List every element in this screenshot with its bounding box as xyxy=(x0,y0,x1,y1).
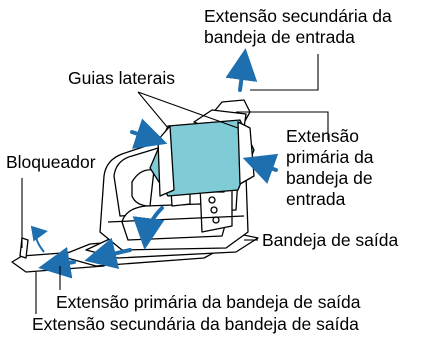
arrow-stopper-rotate xyxy=(30,225,48,253)
label-line: Extensão secundária da xyxy=(204,6,392,26)
arrow-side-guide-left xyxy=(130,118,168,149)
label-input-tray-secondary-extension: Extensão secundária da bandeja de entrad… xyxy=(204,6,392,48)
leader-input-primary-ext xyxy=(236,111,329,140)
label-stopper: Bloqueador xyxy=(6,152,96,172)
label-side-guides: Guias laterais xyxy=(68,68,175,88)
leader-lines xyxy=(21,54,329,314)
panel-button-1 xyxy=(208,196,216,204)
label-output-tray-secondary-extension: Extensão secundária da bandeja de saída xyxy=(32,314,359,334)
label-output-tray-primary-extension: Extensão primária da bandeja de saída xyxy=(56,292,361,312)
arrow-output-secondary-extension xyxy=(38,246,76,279)
arrow-input-extension-up xyxy=(225,48,258,92)
side-guide-right xyxy=(237,121,255,185)
label-line: Extensão xyxy=(286,126,359,146)
label-line: entrada xyxy=(286,189,346,209)
motion-arrows xyxy=(38,48,279,279)
input-tray-group xyxy=(149,99,255,197)
label-line: bandeja de entrada xyxy=(204,27,355,47)
label-output-tray: Bandeja de saída xyxy=(262,230,399,250)
panel-button-2 xyxy=(210,206,218,214)
label-input-tray-primary-extension: Extensão primária da bandeja de entrada xyxy=(286,126,374,210)
leader-input-secondary-ext xyxy=(250,54,319,91)
label-line: primária da xyxy=(286,147,374,167)
arrow-side-guide-right xyxy=(242,153,279,184)
leader-side-guides-right xyxy=(137,91,239,129)
arrow-output-tray-open xyxy=(132,206,165,250)
leader-side-guides-left xyxy=(137,91,169,129)
input-tray xyxy=(149,119,255,197)
scanner-seam xyxy=(107,215,245,223)
stopper xyxy=(19,237,29,259)
label-line: bandeja de xyxy=(286,168,373,188)
arrow-output-primary-extension xyxy=(84,237,132,269)
scanner-handle-left xyxy=(131,169,155,207)
